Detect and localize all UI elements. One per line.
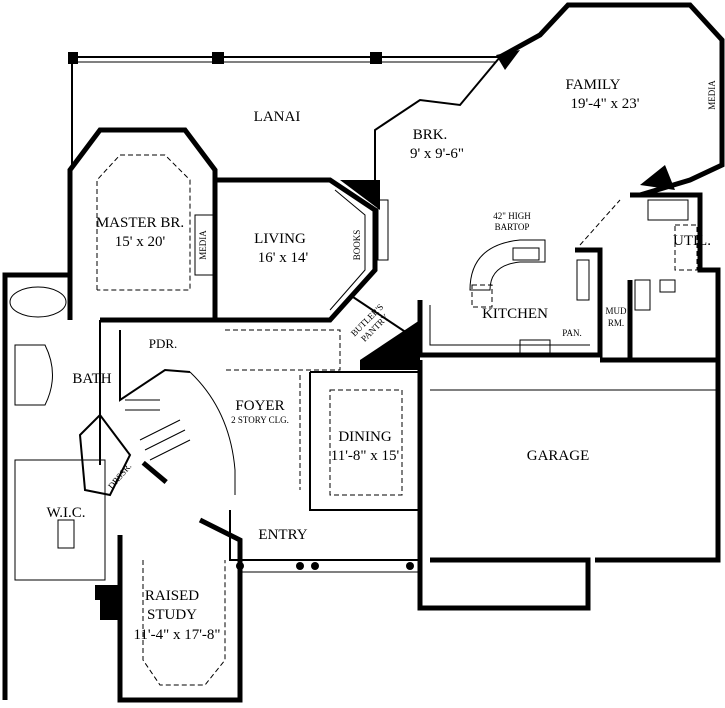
family-label: FAMILY: [566, 77, 621, 93]
foyer-note: 2 STORY CLG.: [231, 415, 289, 425]
family-media-label: MEDIA: [707, 80, 717, 110]
dining-label: DINING: [338, 429, 391, 445]
dining-size: 11'-8" x 15': [331, 448, 400, 464]
foyer-label: FOYER: [235, 398, 284, 414]
bartop-label-1: 42" HIGH: [493, 211, 531, 221]
master-suite-walls: [2, 127, 218, 700]
breakfast-label: BRK.: [413, 127, 448, 143]
entry-label: ENTRY: [258, 527, 307, 543]
kitchen-label: KITCHEN: [482, 306, 548, 322]
study-label-1: RAISED: [145, 588, 199, 604]
living-size: 16' x 14': [258, 250, 309, 266]
master-media-label: MEDIA: [198, 230, 208, 260]
wic-label: W.I.C.: [46, 505, 85, 521]
breakfast-size: 9' x 9'-6": [410, 146, 464, 162]
master-size: 15' x 20': [115, 234, 166, 250]
utility-walls: [627, 192, 721, 363]
study-size: 11'-4" x 17'-8": [133, 627, 220, 643]
family-room-walls: [374, 2, 725, 198]
core-walls: [78, 294, 421, 703]
living-label: LIVING: [254, 231, 306, 247]
util-label: UTIL.: [673, 233, 711, 249]
bath-label: BATH: [72, 371, 111, 387]
study-label-2: STUDY: [147, 607, 197, 623]
garage-walls: [417, 357, 721, 611]
powder-label: PDR.: [149, 336, 178, 351]
master-label: MASTER BR.: [96, 215, 184, 231]
lanai-label: LANAI: [254, 109, 301, 125]
bartop-label-2: BARTOP: [495, 222, 530, 232]
garage-label: GARAGE: [527, 448, 590, 464]
mud-label-1: MUD: [605, 306, 627, 316]
living-room-walls: [215, 177, 389, 323]
family-size: 19'-4" x 23': [570, 96, 639, 112]
lanai-area: [68, 52, 500, 170]
pantry-label: PAN.: [562, 328, 581, 338]
mud-label-2: RM.: [608, 318, 624, 328]
books-label: BOOKS: [352, 230, 362, 261]
staircase: [125, 399, 191, 484]
dresser-label: DRSSR.: [106, 461, 133, 491]
